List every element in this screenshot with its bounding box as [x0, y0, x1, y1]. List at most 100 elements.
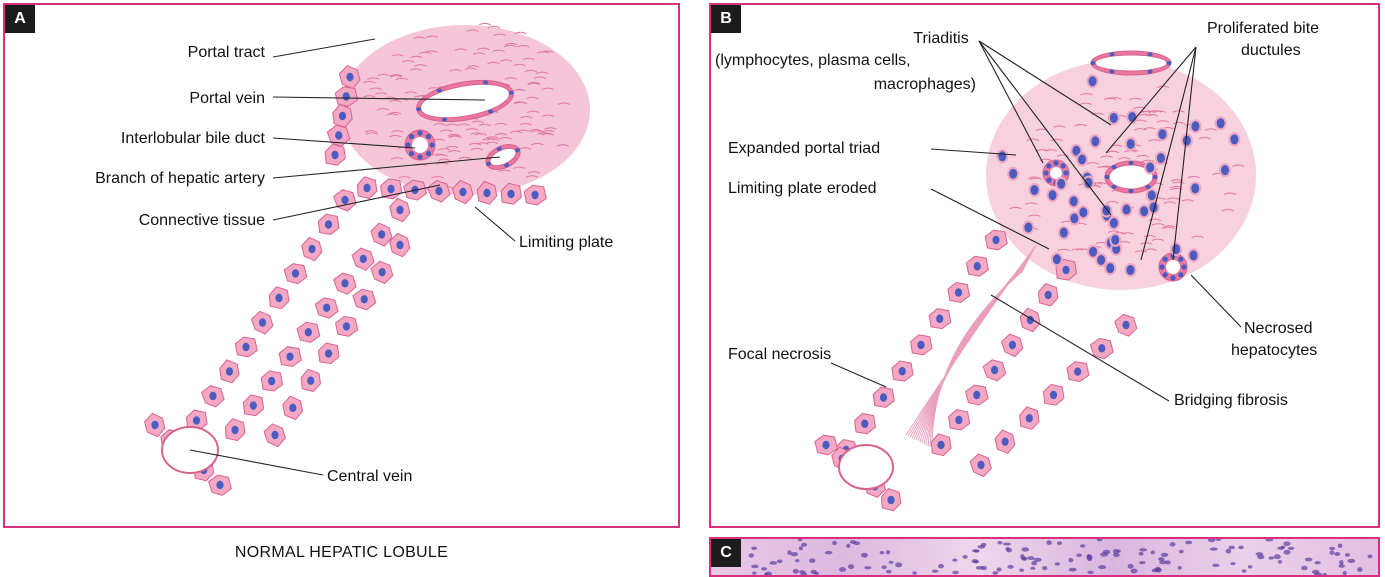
nucleus [1063, 170, 1068, 175]
inflammatory-cell [1077, 153, 1087, 165]
micrograph-nucleus [886, 550, 890, 554]
micrograph-nucleus [1323, 573, 1328, 575]
nucleus [1053, 160, 1058, 165]
leader-portal-tract [273, 39, 375, 57]
central-vein-lumen [839, 445, 893, 489]
micrograph-nucleus [1128, 564, 1134, 569]
label-focal-necrosis: Focal necrosis [728, 345, 831, 365]
nucleus [1128, 161, 1133, 165]
nucleus [396, 206, 403, 214]
micrograph-nucleus [1087, 571, 1093, 574]
micrograph-nucleus [1257, 555, 1264, 560]
micrograph-nucleus [1117, 549, 1121, 552]
panel-c-micrograph: C [709, 537, 1380, 577]
nucleus [974, 262, 981, 270]
label-necrosed-hepatocytes: hepatocytes [1231, 341, 1317, 361]
micrograph-nucleus [1151, 550, 1155, 554]
micrograph-nucleus [809, 558, 815, 563]
nucleus [379, 268, 386, 276]
micrograph-nucleus [1274, 554, 1281, 559]
micrograph-nucleus [1226, 549, 1232, 554]
inflammatory-cell [1229, 133, 1239, 145]
inflammatory-cell [1122, 204, 1132, 216]
micrograph-nucleus [973, 560, 979, 563]
nucleus [1170, 275, 1175, 280]
micrograph-nucleus [1030, 567, 1035, 570]
micrograph-nucleus [1080, 544, 1086, 547]
micrograph-nucleus [848, 564, 854, 569]
nucleus [271, 431, 278, 439]
micrograph-nucleus [1216, 539, 1221, 541]
micrograph-nucleus [1265, 539, 1273, 541]
micrograph-nucleus [1305, 558, 1313, 562]
inflammatory-cell [1056, 178, 1066, 190]
nucleus [459, 188, 466, 196]
nucleus [429, 142, 434, 147]
portal-vessel-lumen [1095, 55, 1167, 71]
micrograph-nucleus [1301, 566, 1308, 571]
nucleus [323, 304, 330, 312]
micrograph-nucleus [1281, 546, 1286, 549]
nucleus [861, 420, 868, 428]
micrograph-nucleus [1283, 541, 1290, 546]
nucleus [193, 416, 200, 424]
leader-focal-necrosis [831, 363, 886, 387]
nucleus [1050, 391, 1057, 399]
interlobular-bile-duct-lumen [412, 137, 428, 153]
micrograph-nucleus [976, 566, 984, 570]
nucleus [331, 151, 338, 159]
micrograph-nucleus [1268, 556, 1274, 559]
micrograph-nucleus [798, 539, 803, 541]
micrograph-nucleus [1329, 547, 1335, 550]
nucleus [325, 349, 332, 357]
micrograph-nucleus [978, 545, 986, 549]
nucleus [151, 421, 158, 429]
micrograph-nucleus [952, 571, 959, 575]
micrograph-nucleus [787, 550, 791, 555]
micrograph-nucleus [801, 543, 807, 547]
micrograph-nucleus [814, 572, 819, 575]
micrograph-nucleus [1068, 558, 1073, 563]
inflammatory-cell [1059, 227, 1069, 239]
inflammatory-cell [1101, 205, 1111, 217]
inflammatory-cell [1147, 189, 1157, 201]
label-hepatic-artery: Branch of hepatic artery [25, 169, 265, 189]
nucleus [405, 142, 410, 147]
micrograph-nucleus [1046, 540, 1052, 544]
nucleus [1163, 257, 1168, 262]
nucleus [531, 191, 538, 199]
nucleus [917, 341, 924, 349]
nucleus [1178, 272, 1183, 277]
nucleus [1181, 264, 1186, 269]
nucleus [1009, 341, 1016, 349]
nucleus [361, 295, 368, 303]
micrograph-nucleus [997, 567, 1002, 571]
nucleus [887, 496, 894, 504]
micrograph-nucleus [1087, 554, 1092, 559]
micrograph-nucleus [1076, 554, 1082, 558]
micrograph-nucleus [1212, 564, 1219, 567]
micrograph-nucleus [832, 541, 837, 545]
micrograph-nucleus [1130, 569, 1137, 574]
nucleus [1147, 70, 1152, 74]
nucleus [1111, 165, 1116, 169]
nucleus [341, 196, 348, 204]
micrograph-nucleus [751, 547, 757, 551]
micrograph-nucleus [1334, 552, 1340, 556]
central-vein [839, 445, 893, 489]
nucleus [378, 230, 385, 238]
nucleus [268, 377, 275, 385]
interlobular-bile-duct [405, 130, 435, 160]
nucleus [1060, 163, 1065, 168]
fibrosis-strand [928, 267, 1025, 446]
micrograph-nucleus [1210, 547, 1218, 550]
expanded-portal-triad-tissue [986, 51, 1256, 290]
micrograph-nucleus [861, 553, 868, 558]
label-interlobular-bile-duct: Interlobular bile duct [45, 129, 265, 149]
label-expanded-portal-triad: Expanded portal triad [728, 139, 880, 159]
nucleus [1104, 175, 1109, 179]
inflammatory-cell [1145, 162, 1155, 174]
nucleus [1111, 185, 1116, 189]
micrograph-nucleus [1005, 547, 1009, 551]
micrograph-nucleus [1023, 557, 1027, 561]
